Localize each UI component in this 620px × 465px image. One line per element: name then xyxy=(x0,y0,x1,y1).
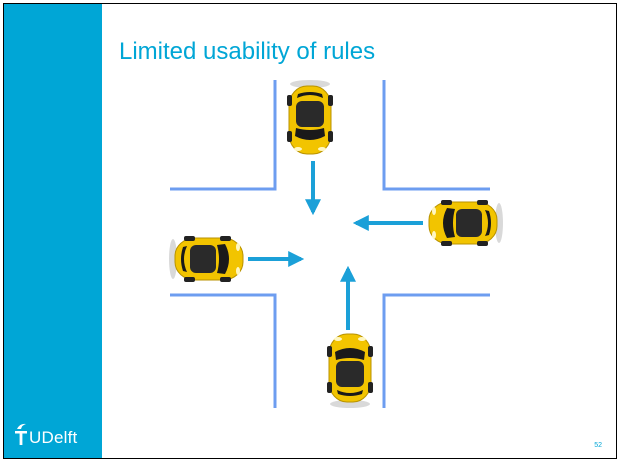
road-corner-bottom-left xyxy=(170,293,277,408)
page-number: 52 xyxy=(594,442,602,449)
slide: Limited usability of rules xyxy=(3,3,617,459)
slide-title: Limited usability of rules xyxy=(119,38,376,65)
car-top-view-icon-east xyxy=(428,199,504,247)
tu-delft-logo: UDelft xyxy=(14,422,77,446)
road-lines xyxy=(170,80,490,408)
car-top-view-icon-south xyxy=(326,333,374,409)
road-corner-top-right xyxy=(382,80,490,191)
sidebar-band xyxy=(4,4,102,458)
car-top-view-icon-west xyxy=(168,235,244,283)
car-top-view-icon-north xyxy=(286,79,334,155)
tu-delft-flame-icon xyxy=(15,423,27,445)
logo-text: UDelft xyxy=(29,428,78,447)
intersection-illustration xyxy=(168,79,504,409)
road-corner-top-left xyxy=(170,80,277,191)
road-corner-bottom-right xyxy=(382,293,490,408)
